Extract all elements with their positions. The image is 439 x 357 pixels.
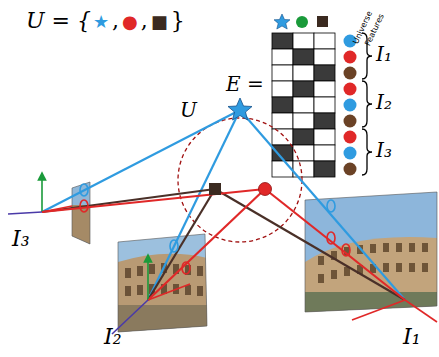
matrix-cell: [314, 129, 335, 145]
matrix-cell: [314, 161, 335, 177]
set-label: ,: [141, 10, 148, 32]
matrix-cell: [314, 49, 335, 65]
feature-dot: [344, 115, 357, 128]
feature-dot: [344, 147, 357, 160]
camera-axes: [8, 176, 437, 334]
matrix-cell: [314, 97, 335, 113]
feature-dot: [344, 163, 357, 176]
bracket: [362, 129, 372, 175]
image-label: I₂: [376, 92, 392, 112]
camera-label: I₁: [403, 326, 421, 348]
circle-feature: [259, 183, 272, 196]
matrix-cell: [272, 49, 293, 65]
matrix-cell: [272, 129, 293, 145]
matrix-cell: [314, 145, 335, 161]
matrix-cell: [293, 129, 314, 145]
set-symbol: ★: [93, 13, 109, 31]
feature-dot: [344, 83, 357, 96]
matrix-cell: [272, 113, 293, 129]
universe-label: U: [180, 100, 197, 120]
image-i1: [300, 190, 439, 317]
matrix-cell: [293, 145, 314, 161]
image-i2: [110, 230, 210, 335]
matrix-cell: [272, 65, 293, 81]
matrix-cell: [314, 65, 335, 81]
set-row: U = {★,●,■}: [26, 10, 188, 32]
feature-dot: [344, 131, 357, 144]
feature-dot: [344, 99, 357, 112]
set-label: U = {: [26, 10, 91, 32]
rays: [42, 110, 405, 300]
matrix-cell: [293, 33, 314, 49]
bracket: [362, 81, 372, 127]
image-i3: [70, 180, 92, 246]
square-symbol: [317, 16, 328, 27]
matrix-cell: [314, 33, 335, 49]
set-symbol: ■: [151, 13, 168, 31]
matrix-cell: [272, 33, 293, 49]
set-label: ,: [112, 10, 119, 32]
feature-dot: [344, 67, 357, 80]
matrix-cell: [293, 49, 314, 65]
star-feature: [228, 98, 252, 120]
matrix-cell: [293, 97, 314, 113]
feature-dot: [344, 51, 357, 64]
set-symbol: ●: [122, 13, 138, 31]
camera-label: I₃: [12, 228, 30, 250]
square-feature: [209, 183, 221, 195]
star-symbol: [274, 14, 290, 29]
camera-label: I₂: [104, 326, 122, 348]
matrix-cell: [314, 113, 335, 129]
projections: [80, 184, 350, 274]
matrix-cell: [293, 113, 314, 129]
matrix-cell: [293, 65, 314, 81]
universe-circle: [178, 118, 302, 242]
image-label: I₁: [376, 44, 392, 64]
set-label: }: [171, 10, 185, 32]
matrix-cell: [272, 97, 293, 113]
matrix: [272, 33, 357, 177]
circle-symbol: [296, 16, 308, 28]
image-label: I₃: [376, 140, 392, 160]
matrix-label: E =: [226, 74, 264, 94]
matrix-cell: [293, 81, 314, 97]
matrix-cell: [314, 81, 335, 97]
matrix-cell: [272, 81, 293, 97]
